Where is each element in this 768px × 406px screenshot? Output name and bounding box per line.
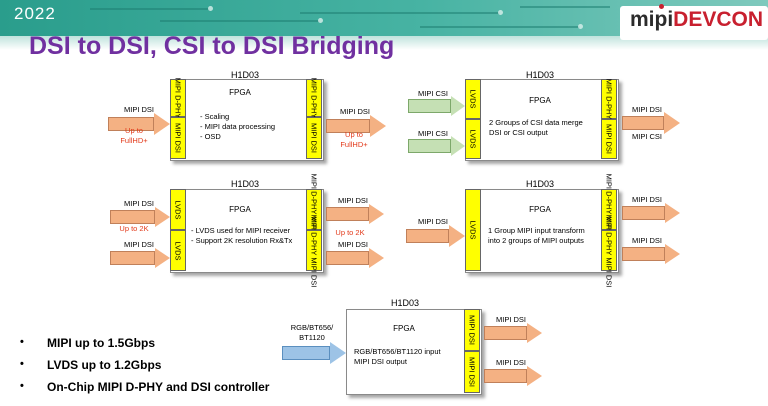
circuit-trace [420,26,580,28]
fpga-label: FPGA [229,205,251,214]
input-arrow [408,136,465,156]
output-arrow [622,112,680,134]
circuit-trace [520,6,610,8]
output-arrow [326,115,386,137]
port-mipi-dsi-in: MIPI DSI [170,117,186,159]
port-mipi-dphy-out: MIPI D-PHY [601,79,617,119]
output-arrow [326,248,384,268]
input-speed-label: FullHD+ [120,136,148,145]
chip-label: H1D03 [525,179,554,189]
circuit-trace [90,8,210,10]
port-mipi-out: MIPI D-PHY MIPI DSI [601,214,617,287]
mipi-devcon-logo: mipiDEVCON [630,8,764,31]
function-note: RGB/BT656/BT1120 input [354,347,441,356]
input-label: MIPI DSI [123,199,154,208]
output-label: MIPI CSI [631,132,662,141]
output-arrow [484,366,542,386]
output-label: MIPI DSI [337,196,368,205]
port-lvds-in: LVDS [465,119,481,159]
circuit-via [208,6,213,11]
function-note: - LVDS used for MIPI receiver [191,226,291,235]
function-note: 1 Group MIPI input transform [488,226,585,235]
chip-label: H1D03 [230,179,259,189]
fpga-box [170,79,324,161]
input-speed-label: Up to [125,126,143,135]
circuit-trace [300,12,500,14]
port-lvds-in: LVDS [465,189,481,271]
output-label: MIPI DSI [631,236,662,245]
output-speed-label: Up to [345,130,363,139]
port-mipi-dsi-out: MIPI DSI [306,117,322,159]
function-note: MIPI DSI output [354,357,407,366]
function-note: - Support 2K resolution Rx&Tx [191,236,293,245]
port-lvds-in: LVDS [170,230,186,271]
fpga-label: FPGA [529,96,551,105]
slide-title: DSI to DSI, CSI to DSI Bridging [29,32,395,60]
input-label: BT1120 [299,333,325,342]
port-mipi-dsi-out: MIPI DSI [464,351,480,393]
port-mipi-dsi-out: MIPI DSI [464,309,480,351]
input-label: RGB/BT656/ [290,323,334,332]
output-arrow [326,204,384,224]
fpga-label: FPGA [229,88,251,97]
port-mipi-out: MIPI D-PHY MIPI DSI [601,173,617,246]
port-lvds-in: LVDS [465,79,481,119]
fpga-box [170,189,324,273]
input-arrow [108,113,170,135]
output-label: MIPI DSI [631,105,662,114]
fpga-box [465,79,619,161]
logo-dot [659,4,664,9]
function-note: - MIPI data processing [200,122,276,131]
function-note: into 2 groups of MIPI outputs [488,236,584,245]
input-label: MIPI CSI [417,129,448,138]
input-label: MIPI DSI [417,217,448,226]
circuit-via [498,10,503,15]
output-label: MIPI DSI [631,195,662,204]
circuit-via [318,18,323,23]
logo-background [620,6,768,40]
input-label: MIPI DSI [123,240,154,249]
port-lvds-in: LVDS [170,189,186,230]
fpga-box [465,189,619,273]
output-speed-label: FullHD+ [340,140,368,149]
function-note: - OSD [200,132,221,141]
output-arrow [622,244,680,264]
port-mipi-out: MIPI D-PHY MIPI DSI [306,173,322,246]
circuit-trace [160,20,320,22]
input-label: MIPI DSI [123,105,154,114]
output-label: MIPI DSI [337,240,368,249]
chip-label: H1D03 [230,70,259,80]
port-mipi-dphy-in: MIPI D-PHY [170,78,186,118]
input-arrow [110,248,170,268]
chip-label: H1D03 [525,70,554,80]
input-speed-label: Up to 2K [119,224,149,233]
output-label: MIPI DSI [495,358,526,367]
port-mipi-dphy-out: MIPI D-PHY [306,78,322,118]
output-label: MIPI DSI [339,107,370,116]
input-arrow [408,96,465,116]
input-label: MIPI CSI [417,89,448,98]
input-arrow [282,342,346,364]
chip-label: H1D03 [390,298,419,308]
circuit-via [578,24,583,29]
fpga-label: FPGA [393,324,415,333]
input-arrow [110,207,170,227]
event-year: 2022 [14,4,56,23]
function-note: 2 Groups of CSI data merge [489,118,583,127]
output-speed-label: Up to 2K [335,228,365,237]
function-note: DSI or CSI output [489,128,548,137]
fpga-label: FPGA [529,205,551,214]
fpga-box [346,309,482,395]
port-mipi-out: MIPI D-PHY MIPI DSI [306,214,322,287]
output-arrow [484,323,542,343]
port-mipi-dsi-out: MIPI DSI [601,119,617,159]
input-arrow [406,225,465,247]
output-arrow [622,203,680,223]
output-label: MIPI DSI [495,315,526,324]
banner-fade [0,36,768,50]
function-note: - Scaling [200,112,230,121]
